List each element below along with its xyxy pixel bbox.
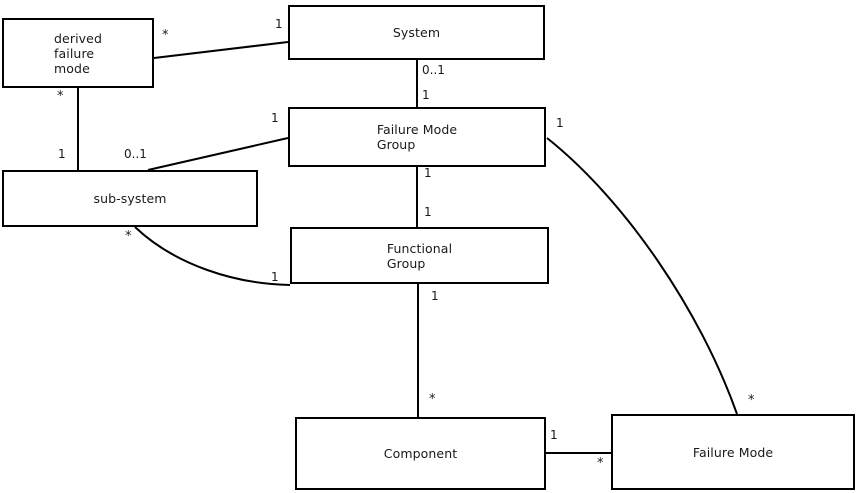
multiplicity-label-failure-mode-failure-mode-group: * xyxy=(748,393,755,408)
multiplicity-label-system-derived-failure-mode: 1 xyxy=(275,17,283,31)
class-name-sub-system: sub-system xyxy=(93,191,167,206)
multiplicity-label-derived-failure-mode-system: * xyxy=(162,28,169,43)
class-name-functional-group: Functional Group xyxy=(386,240,453,271)
class-name-failure-mode: Failure Mode xyxy=(692,444,774,460)
class-box-functional-group[interactable]: Functional Group xyxy=(290,227,549,284)
multiplicity-label-failure-mode-group-failure-mode: 1 xyxy=(556,116,564,130)
multiplicity-label-system-failure-mode-group: 0..1 xyxy=(422,63,445,77)
association-curve-failure-mode-group-failure-mode xyxy=(546,137,738,415)
multiplicity-label-failure-mode-component: * xyxy=(597,456,604,471)
class-name-system: System xyxy=(392,25,441,40)
multiplicity-label-derived-failure-mode-sub-system: * xyxy=(57,89,64,104)
class-box-sub-system[interactable]: sub-system xyxy=(2,170,258,227)
class-name-derived-failure-mode: derived failure mode xyxy=(54,30,102,76)
association-line-sub-system-failure-mode-group xyxy=(147,137,289,171)
class-box-derived-failure-mode[interactable]: derived failure mode xyxy=(2,18,154,88)
class-name-component: Component xyxy=(383,446,458,461)
multiplicity-label-functional-group-sub-system: 1 xyxy=(271,270,279,284)
multiplicity-label-functional-group-component: 1 xyxy=(431,289,439,303)
class-box-failure-mode[interactable]: Failure Mode xyxy=(611,414,855,490)
multiplicity-label-failure-mode-group-sub-system: 1 xyxy=(271,111,279,125)
multiplicity-label-failure-mode-group-functional-group: 1 xyxy=(424,166,432,180)
multiplicity-label-component-functional-group: * xyxy=(429,392,436,407)
association-line-derived-failure-mode-system xyxy=(153,41,289,59)
multiplicity-label-component-failure-mode: 1 xyxy=(550,428,558,442)
multiplicity-label-functional-group-failure-mode-group: 1 xyxy=(424,205,432,219)
multiplicity-label-sub-system-failure-mode-group: 0..1 xyxy=(124,147,147,161)
association-curve-sub-system-functional-group xyxy=(134,226,291,286)
multiplicity-label-sub-system-functional-group: * xyxy=(125,229,132,244)
multiplicity-label-sub-system-derived-failure-mode: 1 xyxy=(58,147,66,161)
multiplicity-label-failure-mode-group-system: 1 xyxy=(422,88,430,102)
class-box-system[interactable]: System xyxy=(288,5,545,60)
class-name-failure-mode-group: Failure Mode Group xyxy=(376,122,458,152)
class-box-failure-mode-group[interactable]: Failure Mode Group xyxy=(288,107,546,167)
class-box-component[interactable]: Component xyxy=(295,417,546,490)
